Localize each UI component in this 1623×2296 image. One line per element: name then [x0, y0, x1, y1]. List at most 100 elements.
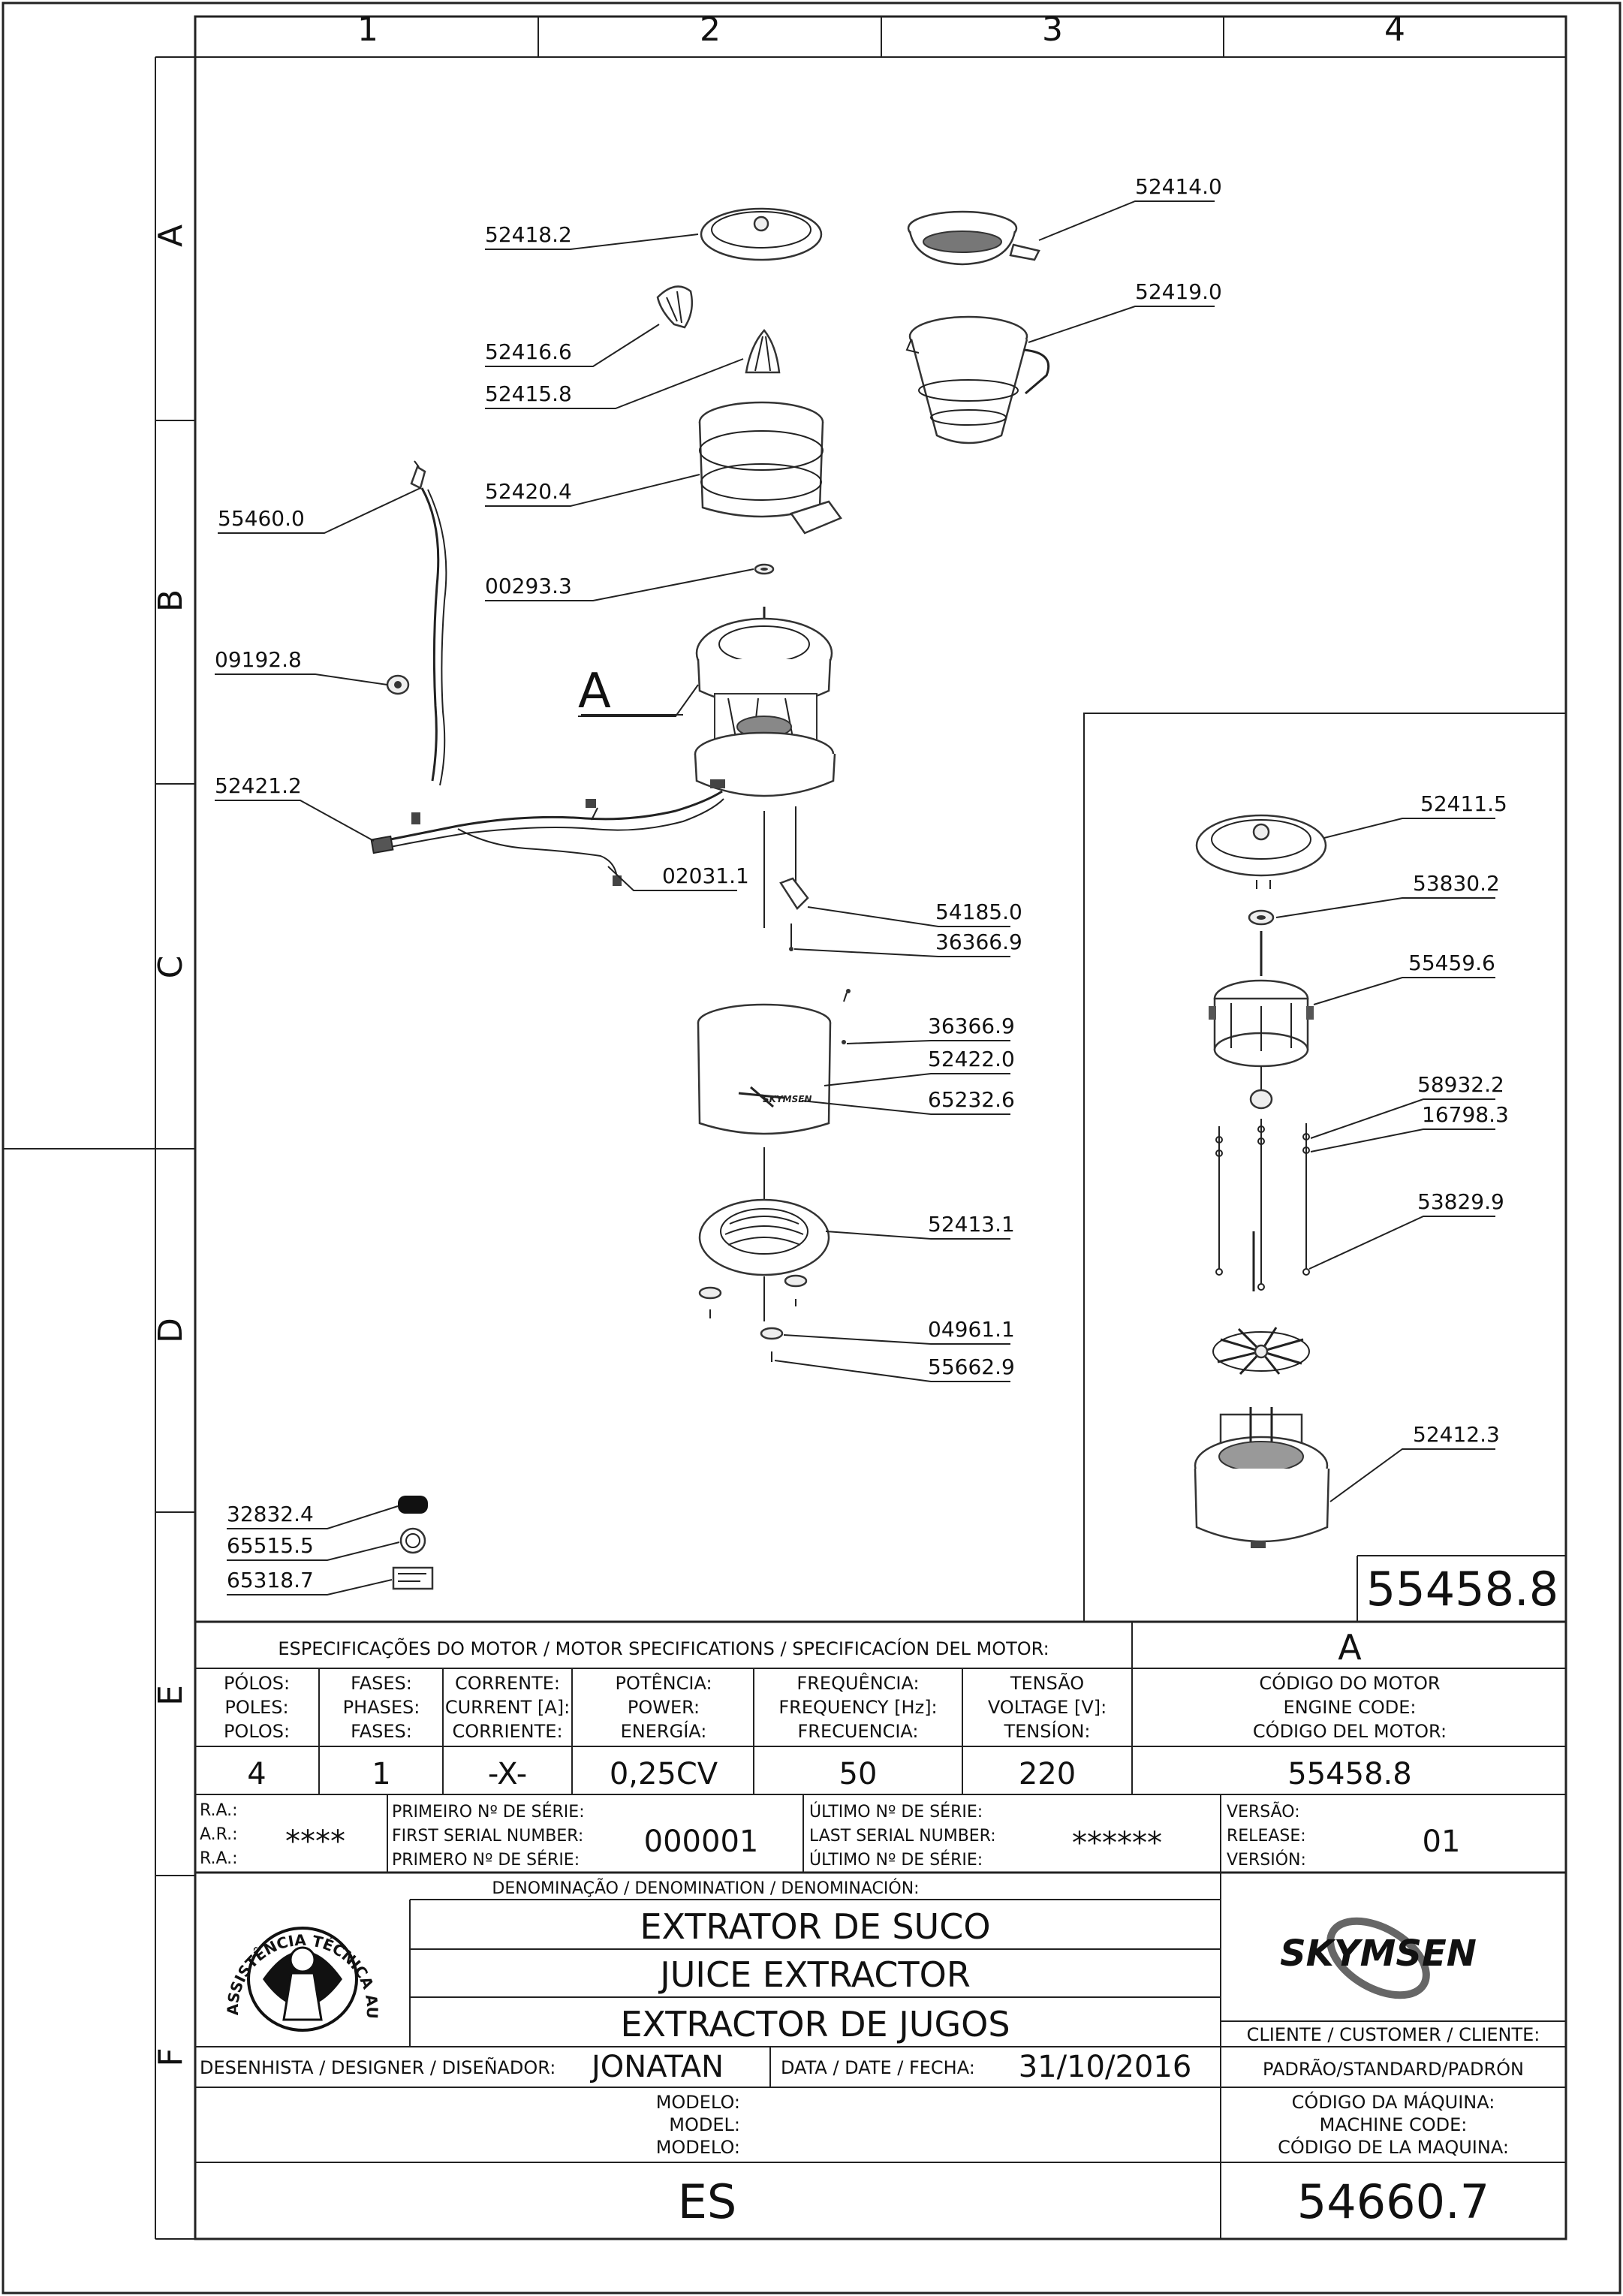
- label-53830-2: 53830.2: [1413, 871, 1500, 896]
- date-value: 31/10/2016: [1019, 2050, 1192, 2084]
- header-frequency-en: FREQUENCY [Hz]:: [778, 1697, 937, 1718]
- power-cord-part: [410, 460, 447, 786]
- customer-value: PADRÃO/STANDARD/PADRÓN: [1263, 2057, 1524, 2080]
- model-value: ES: [678, 2174, 737, 2229]
- label-55662-9: 55662.9: [928, 1354, 1015, 1379]
- grid-labels: 1 2 3 4 A B C D E F: [152, 11, 1405, 2067]
- header-phases-pt: FASES:: [351, 1673, 412, 1694]
- fan-part: [1212, 1327, 1310, 1375]
- label-65232-6: 65232.6: [928, 1087, 1015, 1112]
- header-current-en: CURRENT [A]:: [445, 1697, 570, 1718]
- motor-spec-values: 4 1 -X- 0,25CV 50 220 55458.8: [247, 1757, 1411, 1791]
- label-52411-5: 52411.5: [1420, 791, 1507, 816]
- stickers: [392, 1496, 434, 1590]
- value-poles: 4: [247, 1757, 266, 1791]
- bowl-part: [698, 401, 842, 535]
- header-poles-es: POLOS:: [224, 1721, 290, 1742]
- header-voltage-en: VOLTAGE [V]:: [988, 1697, 1107, 1718]
- version-label-pt: VERSÃO:: [1227, 1801, 1300, 1821]
- motor-assembly-code: 55458.8: [1366, 1562, 1558, 1617]
- lid-part: [700, 207, 823, 261]
- designer-label: DESENHISTA / DESIGNER / DISEÑADOR:: [200, 2056, 556, 2078]
- header-engine-code-pt: CÓDIGO DO MOTOR: [1259, 1671, 1440, 1694]
- grid-row-b: B: [152, 589, 190, 612]
- spacer-part: [754, 563, 775, 575]
- header-engine-code-es: CÓDIGO DEL MOTOR:: [1253, 1719, 1447, 1742]
- grid-row-d: D: [152, 1318, 190, 1343]
- motor-spec-title: ESPECIFICAÇÕES DO MOTOR / MOTOR SPECIFIC…: [278, 1637, 1049, 1659]
- label-58932-2: 58932.2: [1417, 1072, 1504, 1097]
- motor-spec-headers: PÓLOS: POLES: POLOS: FASES: PHASES: FASE…: [224, 1671, 1447, 1742]
- label-65515-5: 65515.5: [227, 1533, 314, 1558]
- header-power-pt: POTÊNCIA:: [615, 1672, 712, 1694]
- label-52422-0: 52422.0: [928, 1047, 1015, 1071]
- wiring-harness: [390, 790, 724, 886]
- svg-text:ASSISTÊNCIA TÉCNICA AUTORIZADA: ASSISTÊNCIA TÉCNICA AUTORIZADA: [0, 0, 381, 2019]
- motor-housing-part: [1194, 1407, 1330, 1548]
- ra-value: ****: [285, 1824, 345, 1859]
- machine-code-value: 54660.7: [1297, 2174, 1489, 2229]
- model-label-pt: MODELO:: [656, 2092, 740, 2113]
- version-label-en: RELEASE:: [1227, 1827, 1306, 1846]
- cover-screws: [763, 811, 851, 1044]
- customer-label: CLIENTE / CUSTOMER / CLIENTE:: [1247, 2024, 1540, 2045]
- part-labels: 52418.2 52414.0 52419.0 52416.6 52415.8 …: [215, 174, 1558, 1617]
- motor-base-part: [694, 607, 836, 797]
- header-poles-en: POLES:: [224, 1697, 288, 1718]
- header-power-es: ENERGÍA:: [621, 1720, 707, 1742]
- last-serial-label-es: ÚLTIMO Nº DE SÉRIE:: [809, 1850, 983, 1870]
- grid-row-f: F: [152, 2047, 190, 2066]
- value-power: 0,25CV: [610, 1757, 718, 1791]
- label-55460-0: 55460.0: [218, 506, 305, 531]
- value-frequency: 50: [839, 1757, 878, 1791]
- label-09192-8: 09192.8: [215, 647, 302, 672]
- label-36366-9-lower: 36366.9: [928, 1014, 1015, 1038]
- last-serial-label-pt: ÚLTIMO Nº DE SÉRIE:: [809, 1802, 983, 1821]
- label-52416-6: 52416.6: [485, 339, 572, 364]
- value-current: -X-: [488, 1757, 527, 1791]
- label-55459-6: 55459.6: [1408, 951, 1495, 975]
- header-engine-code-en: ENGINE CODE:: [1284, 1697, 1417, 1718]
- exploded-view: SKYMSEN: [370, 207, 1050, 1590]
- seal-text: ASSISTÊNCIA TÉCNICA AUTORIZADA: [0, 0, 381, 2019]
- label-32832-4: 32832.4: [227, 1502, 314, 1526]
- brand-logo: SKYMSEN: [1280, 1917, 1477, 1999]
- label-53829-9: 53829.9: [1417, 1189, 1504, 1214]
- label-52415-8: 52415.8: [485, 381, 572, 406]
- feet-part: [698, 1274, 808, 1362]
- brand-name: SKYMSEN: [1280, 1933, 1477, 1975]
- header-current-pt: CORRENTE:: [455, 1673, 560, 1694]
- first-serial-label-en: FIRST SERIAL NUMBER:: [392, 1827, 583, 1846]
- label-52413-1: 52413.1: [928, 1212, 1015, 1237]
- label-52421-2: 52421.2: [215, 773, 302, 798]
- bracket-part: [779, 806, 809, 951]
- last-serial-value: ******: [1072, 1826, 1162, 1861]
- ra-label-en: A.R.:: [200, 1825, 238, 1844]
- motor-spec-ref: A: [1338, 1627, 1362, 1668]
- label-52412-3: 52412.3: [1413, 1422, 1500, 1447]
- designer-value: JONATAN: [589, 2050, 724, 2084]
- value-engine-code: 55458.8: [1287, 1757, 1411, 1791]
- jug-part: [905, 315, 1050, 444]
- header-phases-en: PHASES:: [343, 1697, 420, 1718]
- denomination-es: EXTRACTOR DE JUGOS: [620, 2004, 1010, 2044]
- machine-code-label-es: CÓDIGO DE LA MAQUINA:: [1278, 2135, 1509, 2158]
- value-voltage: 220: [1019, 1757, 1076, 1791]
- first-serial-value: 000001: [644, 1824, 759, 1859]
- label-04961-1: 04961.1: [928, 1317, 1015, 1342]
- grid-col-3: 3: [1042, 11, 1063, 49]
- first-serial-label-es: PRIMERO Nº DE SÉRIE:: [392, 1850, 580, 1870]
- version-label-es: VERSIÓN:: [1227, 1850, 1306, 1870]
- version-value: 01: [1423, 1824, 1461, 1859]
- machine-code-label-pt: CÓDIGO DA MÁQUINA:: [1292, 2090, 1495, 2113]
- label-52418-2: 52418.2: [485, 222, 572, 247]
- label-52420-4: 52420.4: [485, 479, 572, 504]
- ra-label-pt: R.A.:: [200, 1801, 238, 1820]
- label-52414-0: 52414.0: [1135, 174, 1222, 199]
- strainer-part: [907, 210, 1040, 266]
- machine-code-label-en: MACHINE CODE:: [1320, 2114, 1468, 2135]
- header-power-en: POWER:: [628, 1697, 700, 1718]
- header-poles-pt: PÓLOS:: [224, 1671, 290, 1694]
- denomination-pt: EXTRATOR DE SUCO: [640, 1906, 990, 1947]
